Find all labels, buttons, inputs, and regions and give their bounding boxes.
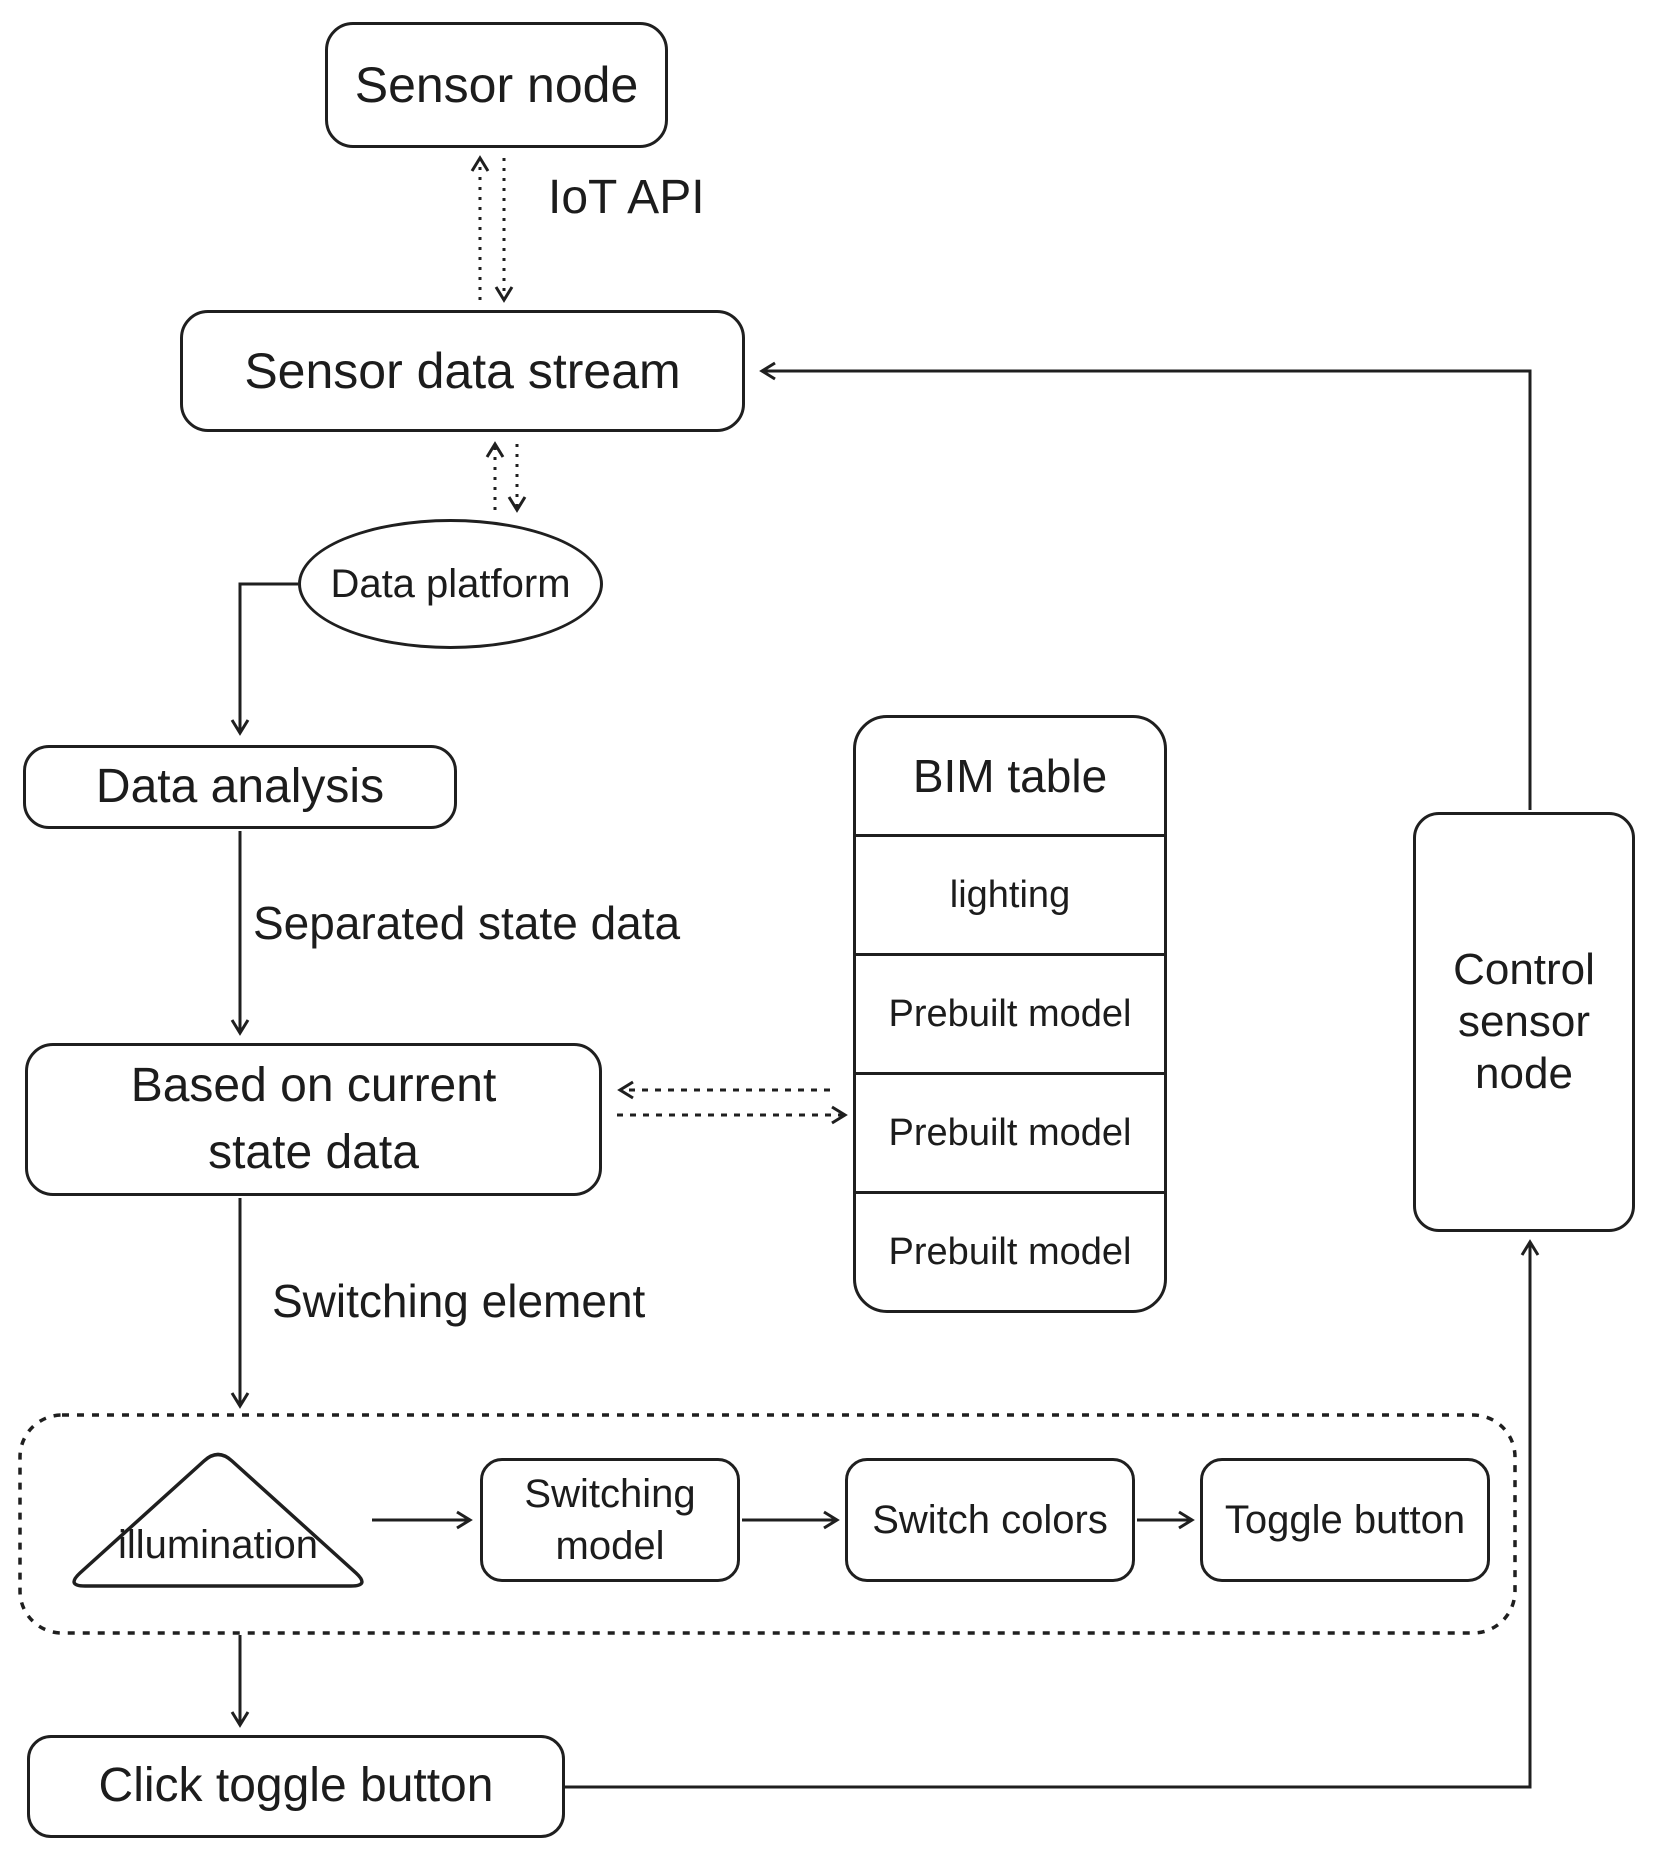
edge-platform-to-analysis <box>230 582 298 736</box>
label-separated-state-data: Separated state data <box>253 897 681 949</box>
node-data-platform: Data platform <box>298 519 603 649</box>
edge-click-toggle-to-control-node <box>565 1239 1540 1789</box>
label-switching-element: Switching element <box>272 1275 646 1327</box>
node-click-toggle-button: Click toggle button <box>27 1735 565 1838</box>
bim-table-row-prebuilt-3: Prebuilt model <box>856 1191 1164 1310</box>
label-iot-api: IoT API <box>548 171 705 224</box>
illumination-triangle-shape <box>72 1452 364 1588</box>
edge-control-node-to-stream <box>759 361 1532 810</box>
node-data-analysis: Data analysis <box>23 745 457 829</box>
node-toggle-button: Toggle button <box>1200 1458 1490 1582</box>
node-switching-model: Switching model <box>480 1458 740 1582</box>
node-sensor-node: Sensor node <box>325 22 668 148</box>
node-sensor-data-stream: Sensor data stream <box>180 310 745 432</box>
illumination-triangle-label: illumination <box>117 1523 319 1567</box>
bim-table-header: BIM table <box>912 750 1108 802</box>
bim-table-row-lighting: lighting <box>856 834 1164 953</box>
switching-element-container <box>18 1413 1517 1635</box>
bim-table: BIM table lighting Prebuilt model Prebui… <box>853 715 1167 1313</box>
node-control-sensor-node: Control sensor node <box>1413 812 1635 1232</box>
bim-table-row-prebuilt-2: Prebuilt model <box>856 1072 1164 1191</box>
bim-table-row-prebuilt-1: Prebuilt model <box>856 953 1164 1072</box>
node-switch-colors: Switch colors <box>845 1458 1135 1582</box>
node-based-on-current-state: Based on current state data <box>25 1043 602 1196</box>
